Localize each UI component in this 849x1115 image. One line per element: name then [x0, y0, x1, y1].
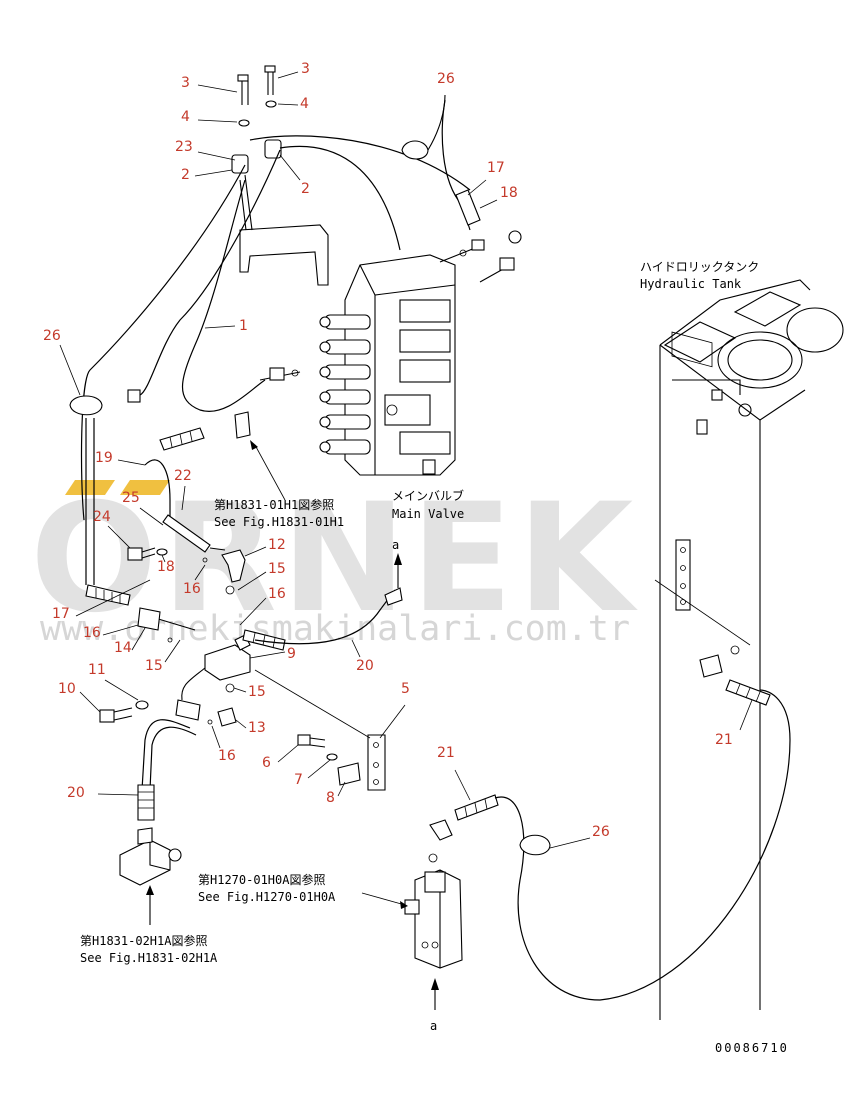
hose-21-lower — [428, 689, 791, 1001]
tank-dotted-plate — [663, 291, 802, 363]
callouts: 3 3 4 4 23 2 2 1 26 17 18 26 19 22 25 24… — [43, 61, 753, 849]
callout-3: 3 — [181, 75, 190, 91]
ref1-en: See Fig.H1831-01H1 — [214, 515, 344, 529]
ref2-jp: 第H1270-01H0A図参照 — [198, 872, 325, 887]
hose-20-upper — [254, 553, 403, 645]
ref2-en: See Fig.H1270-01H0A — [198, 890, 336, 904]
callout-18: 18 — [500, 185, 518, 201]
callout-4: 4 — [181, 109, 190, 125]
ref1-jp: 第H1831-01H1図参照 — [214, 497, 334, 512]
bottom-left-valve — [119, 827, 182, 925]
connector-block-9 — [137, 607, 286, 721]
callout-5: 5 — [401, 681, 410, 697]
callout-23: 23 — [175, 139, 193, 155]
callout-12: 12 — [268, 537, 286, 553]
callout-16: 16 — [218, 748, 236, 764]
watermark-accent — [120, 480, 170, 495]
callout-16: 16 — [83, 625, 101, 641]
callout-25: 25 — [122, 490, 140, 506]
ref3-jp: 第H1831-02H1A図参照 — [80, 933, 207, 948]
callout-16: 16 — [268, 586, 286, 602]
valve-side-blocks — [384, 299, 451, 455]
main-valve — [259, 230, 522, 476]
arrow-a-top: a — [392, 538, 399, 552]
callout-8: 8 — [326, 790, 335, 806]
callout-7: 7 — [294, 772, 303, 788]
callout-11: 11 — [88, 662, 106, 678]
hose-19-22 — [144, 427, 226, 553]
callout-19: 19 — [95, 450, 113, 466]
callout-17: 17 — [52, 606, 70, 622]
callout-21: 21 — [715, 732, 733, 748]
watermark-accent — [65, 480, 115, 495]
callout-16: 16 — [183, 581, 201, 597]
callout-24: 24 — [93, 509, 111, 525]
ref3-en: See Fig.H1831-02H1A — [80, 951, 218, 965]
callout-20: 20 — [356, 658, 374, 674]
callout-21: 21 — [437, 745, 455, 761]
fitting-13 — [207, 707, 237, 727]
clamp-top — [401, 94, 481, 231]
watermark-url: www.ornekismakinalari.com.tr — [40, 609, 630, 649]
callout-15: 15 — [268, 561, 286, 577]
callout-22: 22 — [174, 468, 192, 484]
plate-5 — [254, 669, 386, 791]
valve-spools — [319, 314, 371, 455]
arrow-a-bottom: a — [430, 1019, 437, 1033]
main-valve-label-jp: メインバルブ — [392, 488, 464, 503]
fitting-12 — [202, 549, 246, 595]
callout-26: 26 — [592, 824, 610, 840]
hose-21-upper — [699, 645, 771, 706]
callout-18: 18 — [157, 559, 175, 575]
callout-4: 4 — [300, 96, 309, 112]
callout-1: 1 — [239, 318, 248, 334]
callout-15: 15 — [145, 658, 163, 674]
callout-10: 10 — [58, 681, 76, 697]
callout-26: 26 — [437, 71, 455, 87]
callout-6: 6 — [262, 755, 271, 771]
callout-20: 20 — [67, 785, 85, 801]
document-number: 00086710 — [715, 1041, 789, 1055]
hydraulic-tank-label-jp: ハイドロリックタンク — [640, 260, 759, 274]
wiring-harness — [80, 135, 471, 521]
callout-3: 3 — [301, 61, 310, 77]
callout-17: 17 — [487, 160, 505, 176]
callout-2: 2 — [181, 167, 190, 183]
clamp-bottom — [519, 834, 551, 856]
hose-20-lower — [137, 719, 197, 821]
bolt-10 — [99, 700, 149, 723]
hose-17-left — [85, 584, 131, 606]
top-bracket — [231, 65, 329, 286]
hydraulic-tank-label-en: Hydraulic Tank — [640, 277, 742, 291]
callout-14: 14 — [114, 640, 132, 656]
callout-9: 9 — [287, 646, 296, 662]
callout-2: 2 — [301, 181, 310, 197]
callout-13: 13 — [248, 720, 266, 736]
callout-26: 26 — [43, 328, 61, 344]
bottom-center-valve — [404, 869, 463, 1010]
callout-15: 15 — [248, 684, 266, 700]
clamp-left — [69, 395, 103, 585]
main-valve-label-en: Main Valve — [392, 507, 464, 521]
hydraulic-tank — [654, 279, 844, 1020]
